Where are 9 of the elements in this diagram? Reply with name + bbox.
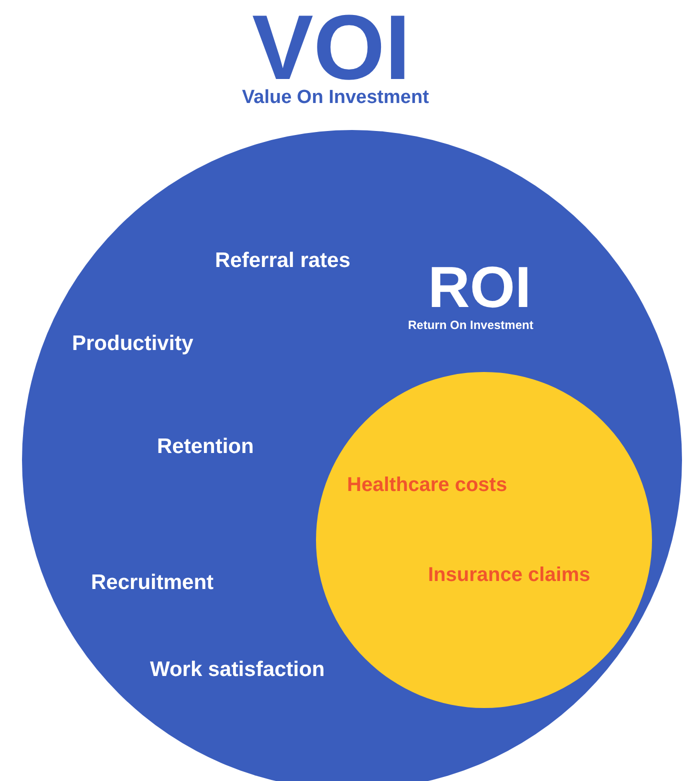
heading-text: ROI: [428, 259, 532, 317]
item-text: Referral rates: [215, 250, 350, 271]
item-text: Recruitment: [91, 572, 214, 593]
item-text: Productivity: [72, 333, 194, 354]
subtitle-text: Return On Investment: [408, 319, 534, 331]
item-text: Retention: [157, 436, 254, 457]
item-text: Insurance claims: [428, 565, 590, 585]
item-text: Work satisfaction: [150, 659, 325, 680]
item-text: Healthcare costs: [347, 475, 508, 495]
